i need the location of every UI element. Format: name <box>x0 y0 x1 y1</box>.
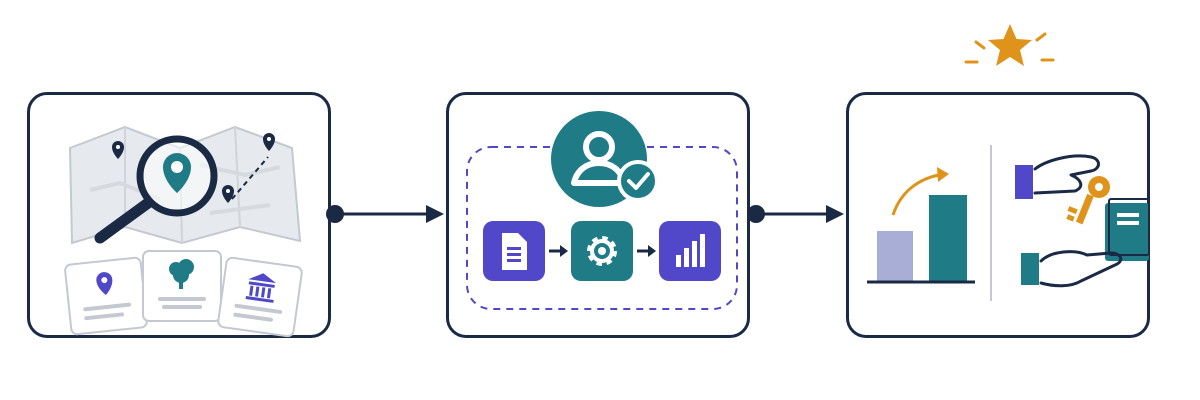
step-panel-growth-handover <box>846 92 1150 338</box>
gear-icon <box>587 236 617 266</box>
museum-card <box>217 256 303 338</box>
trend-arrow-icon <box>937 167 949 182</box>
check-badge-icon <box>617 160 659 202</box>
step-panel-map-search <box>27 92 331 338</box>
step-panel-user-process <box>446 92 750 338</box>
analytics-tile <box>659 221 721 281</box>
map-pin-icon <box>112 141 124 159</box>
location-pin-icon <box>96 272 113 296</box>
location-card <box>64 256 148 336</box>
map-pin-icon <box>263 133 275 151</box>
park-card <box>142 250 222 322</box>
arrow-right-icon <box>637 245 656 257</box>
hand-receiving-icon <box>1021 250 1123 288</box>
arrow-right-icon <box>426 205 444 223</box>
document-icon <box>502 233 527 270</box>
user-process-illustration <box>466 111 738 310</box>
document-tile <box>483 221 545 281</box>
hand-giving-icon <box>1015 154 1100 199</box>
map-search-illustration <box>64 125 303 338</box>
star-icon <box>964 24 1055 66</box>
museum-icon <box>245 273 277 303</box>
arrow-right-icon <box>549 245 568 257</box>
bar-chart-icon <box>676 234 705 267</box>
growth-chart-icon <box>867 167 975 284</box>
magnifier-icon <box>94 135 218 244</box>
growth-handover-illustration <box>867 145 1150 301</box>
arrow-right-icon <box>826 205 844 223</box>
book-icon <box>1105 198 1150 261</box>
tree-icon <box>169 259 194 289</box>
key-icon <box>1066 176 1110 225</box>
map-pin-icon <box>222 185 234 203</box>
settings-tile <box>571 221 633 281</box>
